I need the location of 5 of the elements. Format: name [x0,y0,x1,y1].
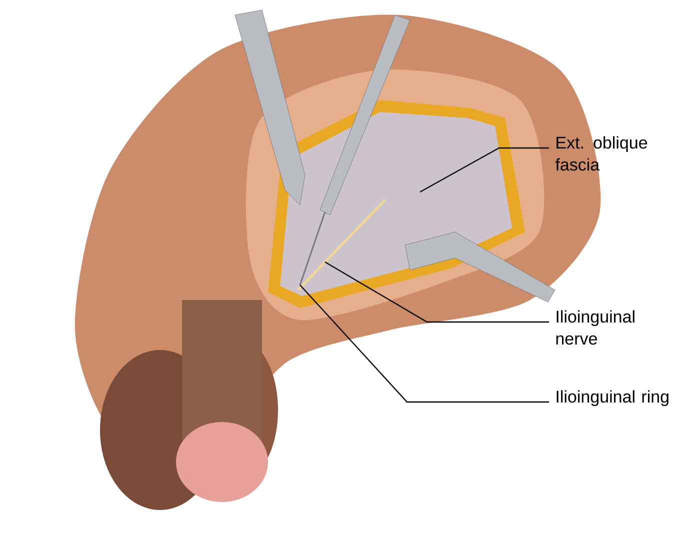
callout-label: Ilioinguinal ring [556,390,668,406]
leader-line [324,261,549,323]
leader-line [300,284,549,403]
leader-line [420,147,549,193]
callout-label: Ilioinguinal nerve [556,310,634,345]
